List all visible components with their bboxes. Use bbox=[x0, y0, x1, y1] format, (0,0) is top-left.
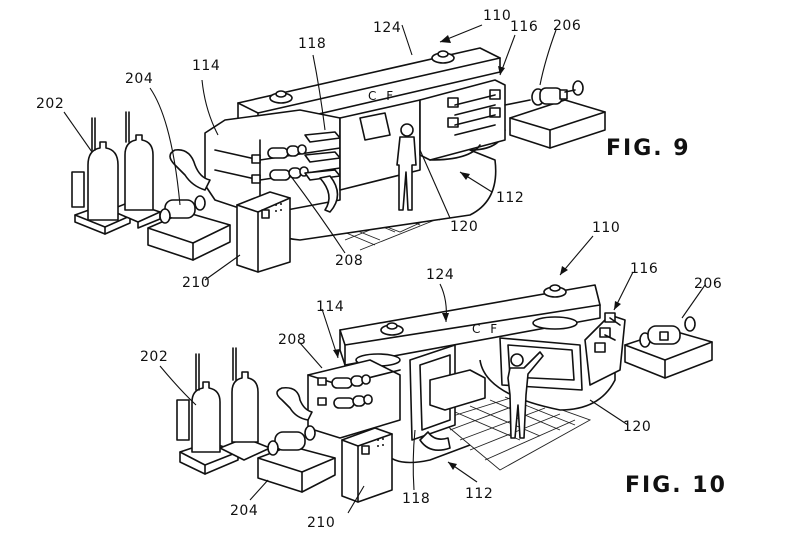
label-118: 118 bbox=[298, 36, 326, 52]
beam-marking: C F bbox=[368, 89, 396, 103]
label-206: 206 bbox=[553, 18, 581, 34]
figure-caption-9: FIG. 9 bbox=[606, 136, 691, 161]
label-204: 204 bbox=[125, 71, 153, 87]
station-116 bbox=[420, 80, 505, 160]
label-112: 112 bbox=[496, 190, 524, 206]
figure-9: C F bbox=[36, 8, 691, 291]
label-210: 210 bbox=[182, 275, 210, 291]
beam-marking: C F bbox=[472, 322, 500, 336]
label-120: 120 bbox=[623, 419, 651, 435]
control-cabinet-210 bbox=[342, 428, 392, 502]
label-210: 210 bbox=[307, 515, 335, 531]
label-202: 202 bbox=[36, 96, 64, 112]
figure-10: C F bbox=[140, 220, 727, 531]
gas-cylinders-202 bbox=[72, 112, 160, 234]
label-118: 118 bbox=[402, 491, 430, 507]
station-116 bbox=[585, 313, 625, 385]
label-110: 110 bbox=[592, 220, 620, 236]
control-cabinet-210 bbox=[237, 192, 290, 272]
motor-unit-206 bbox=[625, 317, 712, 378]
label-116: 116 bbox=[510, 19, 538, 35]
label-120: 120 bbox=[450, 219, 478, 235]
figure-caption-10: FIG. 10 bbox=[625, 473, 727, 498]
label-124: 124 bbox=[426, 267, 454, 283]
motor-unit-206 bbox=[505, 81, 605, 148]
label-112: 112 bbox=[465, 486, 493, 502]
gas-cylinders-202 bbox=[177, 348, 270, 474]
label-202: 202 bbox=[140, 349, 168, 365]
label-204: 204 bbox=[230, 503, 258, 519]
label-208: 208 bbox=[278, 332, 306, 348]
label-206: 206 bbox=[694, 276, 722, 292]
label-110: 110 bbox=[483, 8, 511, 24]
label-116: 116 bbox=[630, 261, 658, 277]
label-124: 124 bbox=[373, 20, 401, 36]
label-114: 114 bbox=[192, 58, 220, 74]
label-114: 114 bbox=[316, 299, 344, 315]
label-208: 208 bbox=[335, 253, 363, 269]
